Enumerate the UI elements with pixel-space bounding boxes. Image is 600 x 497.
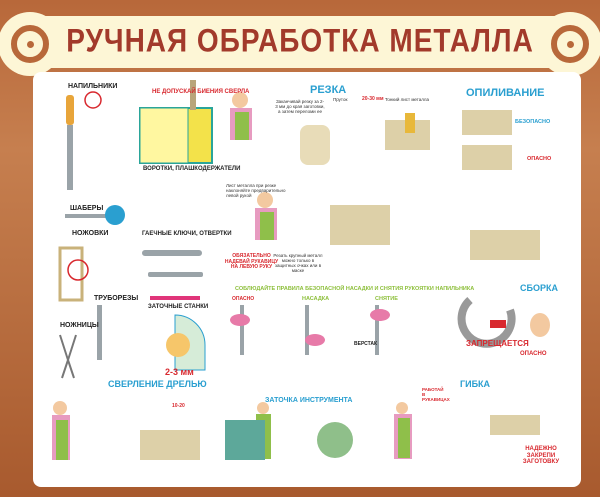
glove-warning: ОБЯЗАТЕЛЬНО НАДЕВАЙ РУКАВИЦУ НА ЛЕВУЮ РУ… bbox=[224, 253, 279, 270]
section-keys-screwdrivers: ГАЕЧНЫЕ КЛЮЧИ, ОТВЕРТКИ bbox=[142, 231, 232, 237]
screwdriver-illustration bbox=[150, 296, 200, 300]
rod-label: Пруток bbox=[333, 97, 348, 102]
cut-note: Заканчивай резку за 2-3 мм до края загот… bbox=[275, 99, 325, 114]
grinding-machine-illustration bbox=[225, 420, 265, 460]
warning-circle-icon bbox=[84, 91, 102, 109]
drill-bit-illustration bbox=[190, 80, 196, 110]
section-assembly: СБОРКА bbox=[520, 283, 558, 293]
section-hacksaws: НОЖОВКИ bbox=[72, 230, 109, 237]
danger-label: ОПАСНО bbox=[520, 351, 547, 357]
section-cutting: РЕЗКА bbox=[310, 84, 347, 96]
handle-rules-heading: СОБЛЮДАЙТЕ ПРАВИЛА БЕЗОПАСНОЙ НАСАДКИ И … bbox=[235, 286, 475, 292]
section-bending: ГИБКА bbox=[460, 379, 491, 389]
drill-warning: НЕ ДОПУСКАЙ БИЕНИЯ СВЕРЛА bbox=[152, 89, 250, 95]
worker-illustration bbox=[52, 401, 70, 460]
glove-illustration bbox=[230, 314, 250, 326]
scraper-icon bbox=[105, 205, 125, 225]
section-filing: ОПИЛИВАНИЕ bbox=[466, 87, 545, 99]
section-grinders: ЗАТОЧНЫЕ СТАНКИ bbox=[148, 304, 209, 310]
vise-illustration bbox=[140, 430, 200, 460]
gear-icon bbox=[0, 12, 62, 76]
danger-label: ОПАСНО bbox=[527, 156, 552, 162]
distance-label: 20-30 мм bbox=[362, 96, 384, 102]
poster-title: РУЧНАЯ ОБРАБОТКА МЕТАЛЛА bbox=[66, 22, 534, 59]
danger-label: ОПАСНО bbox=[232, 296, 255, 302]
hand-illustration bbox=[530, 313, 550, 337]
vise-illustration bbox=[300, 125, 330, 165]
grinding-wheel-illustration bbox=[317, 422, 353, 458]
file-illustration bbox=[67, 125, 73, 190]
vise-illustration bbox=[470, 230, 540, 260]
thick-metal-note: Резать крупный металл можно только в защ… bbox=[273, 253, 323, 273]
file-handle-illustration bbox=[66, 95, 74, 125]
worker-illustration bbox=[255, 192, 277, 240]
section-wrenches-holders: ВОРОТКИ, ПЛАШКОДЕРЖАТЕЛИ bbox=[143, 166, 241, 172]
grinder-illustration bbox=[174, 314, 206, 371]
vise-illustration bbox=[462, 110, 512, 135]
fit-label: НАСАДКА bbox=[302, 296, 330, 302]
vise-illustration bbox=[330, 205, 390, 245]
hacksaw-illustration bbox=[58, 246, 84, 302]
gloves-note: РАБОТАЙ В РУКАВИЦАХ bbox=[422, 387, 450, 402]
vise-illustration bbox=[462, 145, 512, 170]
secure-workpiece-note: НАДЕЖНО ЗАКРЕПИ ЗАГОТОВКУ bbox=[522, 446, 560, 466]
drill-distance: 10-20 bbox=[172, 403, 185, 409]
safe-label: БЕЗОПАСНО bbox=[515, 119, 551, 125]
thin-sheet-label: Тонкий лист металла bbox=[385, 97, 430, 102]
section-sharpening: ЗАТОЧКА ИНСТРУМЕНТА bbox=[265, 397, 353, 404]
title-banner bbox=[22, 16, 578, 68]
shears-illustration bbox=[59, 334, 77, 379]
pipe-bender-illustration bbox=[490, 415, 540, 435]
worker-illustration bbox=[230, 92, 252, 140]
section-scrapers: ШАБЕРЫ bbox=[70, 205, 104, 212]
gap-label: 2-3 мм bbox=[165, 367, 194, 377]
removal-label: СНЯТИЕ bbox=[375, 296, 398, 302]
forbidden-label: ЗАПРЕЩАЕТСЯ bbox=[466, 339, 529, 348]
sheet-note: Лист металла при резке наклоняйте предва… bbox=[226, 183, 286, 198]
section-shears: НОЖНИЦЫ bbox=[60, 322, 99, 329]
wrench-illustration bbox=[142, 250, 202, 256]
wrench-illustration bbox=[457, 297, 516, 348]
worker-illustration bbox=[394, 402, 412, 459]
workbench-label: ВЕРСТАК bbox=[354, 341, 378, 347]
section-pipe-cutters: ТРУБОРЕЗЫ bbox=[94, 295, 139, 302]
pipe-cutter-illustration bbox=[97, 305, 102, 360]
section-files: НАПИЛЬНИКИ bbox=[68, 83, 118, 90]
section-drilling: СВЕРЛЕНИЕ ДРЕЛЬЮ bbox=[108, 379, 207, 389]
